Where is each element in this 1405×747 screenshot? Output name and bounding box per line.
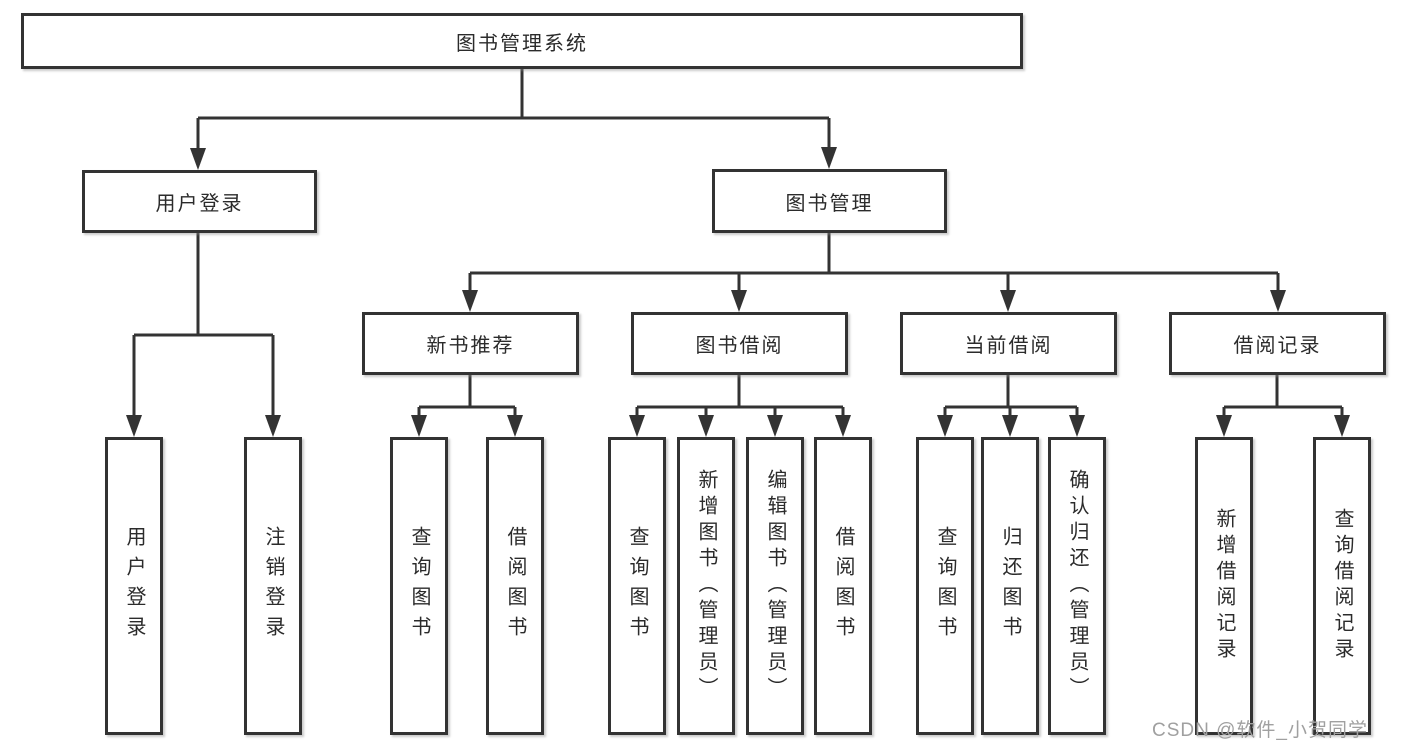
node-label: 图书借阅 [695, 335, 784, 357]
node-label: 查询图书 [626, 526, 648, 646]
leaf-query-book-recommend: 查询图书 [390, 437, 448, 735]
node-label: 新书推荐 [426, 335, 515, 357]
csdn-watermark: CSDN @软件_小贺同学 [1152, 720, 1368, 741]
node-new-book-recommend: 新书推荐 [362, 312, 579, 375]
connector-userlogin-to-leaves [132, 233, 275, 419]
node-borrow-record: 借阅记录 [1169, 312, 1386, 375]
node-label: 确认归还（管理员） [1066, 469, 1088, 703]
node-label: 图书管理 [785, 192, 874, 215]
node-label: 查询借阅记录 [1331, 508, 1353, 664]
node-label: 借阅图书 [504, 526, 526, 646]
arrowheads [126, 147, 1350, 437]
node-label: 借阅图书 [832, 526, 854, 646]
node-label: 查询图书 [934, 526, 956, 646]
leaf-return-book: 归还图书 [981, 437, 1039, 735]
node-label: 编辑图书（管理员） [764, 469, 786, 703]
node-book-management-system: 图书管理系统 [21, 13, 1023, 69]
node-label: 新增借阅记录 [1213, 508, 1235, 664]
leaf-edit-book-admin: 编辑图书（管理员） [746, 437, 804, 735]
leaf-user-login: 用户登录 [105, 437, 163, 735]
node-current-borrow: 当前借阅 [900, 312, 1117, 375]
node-label: 新增图书（管理员） [695, 469, 717, 703]
leaf-add-book-admin: 新增图书（管理员） [677, 437, 735, 735]
connector-root-to-level2 [196, 69, 831, 152]
node-label: 图书管理系统 [456, 32, 588, 55]
leaf-query-book-borrow: 查询图书 [608, 437, 666, 735]
leaf-query-book-current: 查询图书 [916, 437, 974, 735]
node-label: 当前借阅 [964, 335, 1053, 357]
connector-borrowrecord-to-leaves [1222, 375, 1344, 419]
leaf-add-borrow-record: 新增借阅记录 [1195, 437, 1253, 735]
leaf-logout: 注销登录 [244, 437, 302, 735]
node-label: 查询图书 [408, 526, 430, 646]
node-label: 归还图书 [999, 526, 1021, 646]
node-label: 用户登录 [123, 526, 145, 646]
connector-newbook-to-leaves [417, 375, 517, 419]
connector-currentborrow-to-leaves [943, 375, 1079, 419]
node-label: 用户登录 [155, 193, 244, 215]
node-user-login: 用户登录 [82, 170, 317, 233]
connector-bookmgmt-to-level3 [468, 233, 1280, 294]
leaf-confirm-return-admin: 确认归还（管理员） [1048, 437, 1106, 735]
leaf-borrow-book-recommend: 借阅图书 [486, 437, 544, 735]
leaf-borrow-book: 借阅图书 [814, 437, 872, 735]
leaf-query-borrow-record: 查询借阅记录 [1313, 437, 1371, 735]
node-book-management: 图书管理 [712, 169, 947, 233]
node-label: 借阅记录 [1233, 335, 1322, 357]
node-label: 注销登录 [262, 526, 284, 646]
connector-bookborrow-to-leaves [635, 375, 845, 419]
node-book-borrow: 图书借阅 [631, 312, 848, 375]
